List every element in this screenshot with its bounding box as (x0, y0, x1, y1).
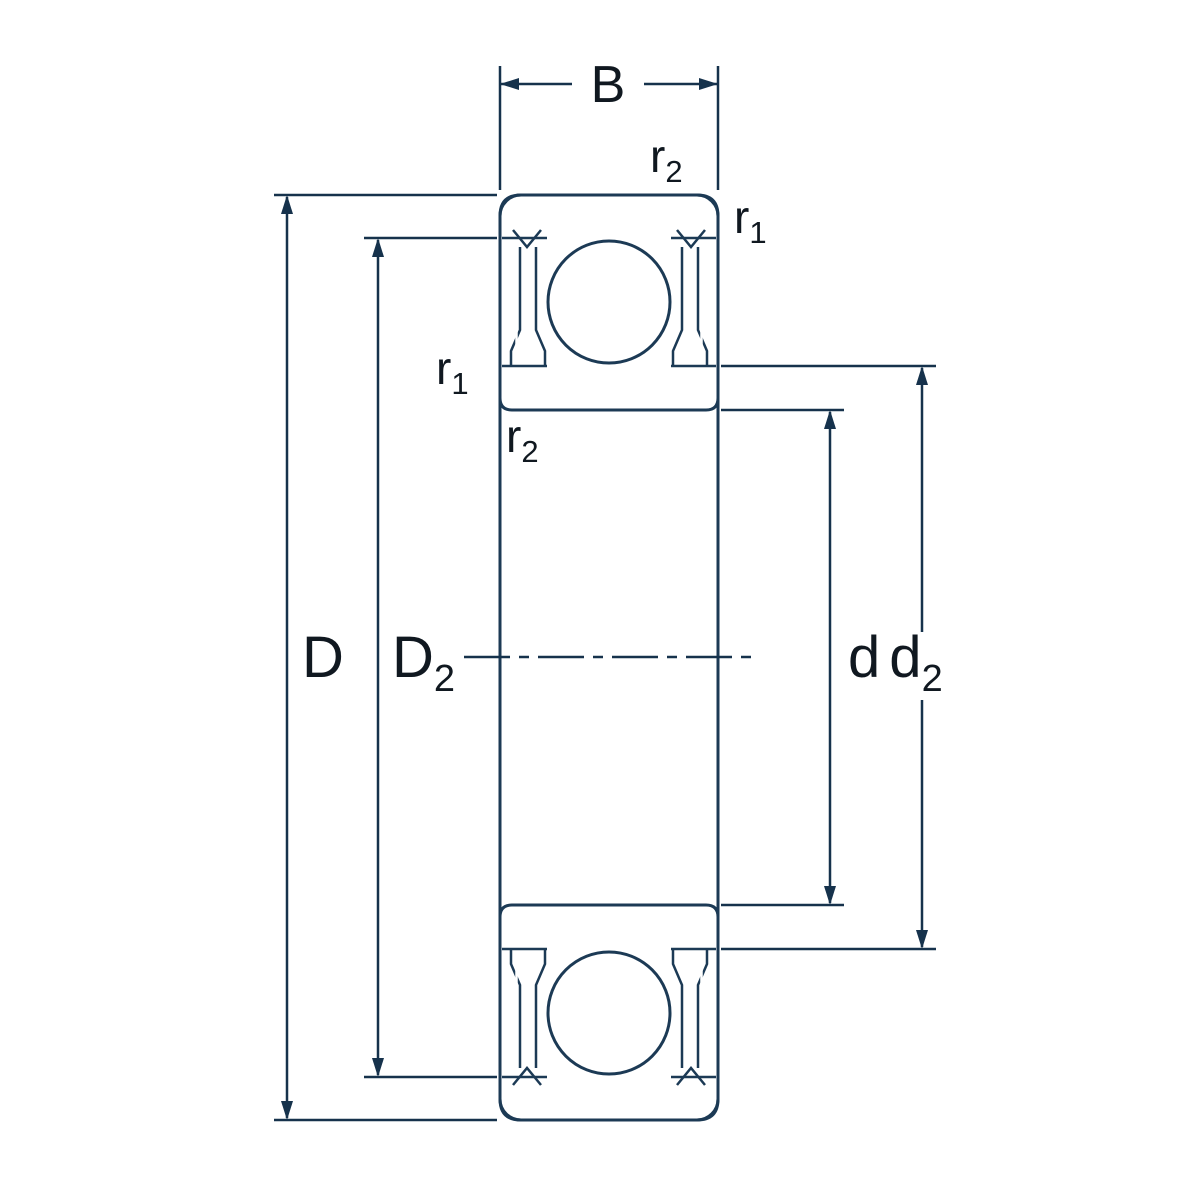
label-r2-outer: r2 (650, 130, 683, 189)
label-r1-outer: r1 (734, 191, 767, 250)
bearing-bottom-section (500, 905, 718, 1120)
label-d: d (848, 625, 880, 690)
dim-d: d (721, 408, 880, 907)
label-r2-inner: r2 (506, 410, 539, 469)
label-D2: D2 (392, 625, 455, 700)
dim-d2: d2 (721, 364, 943, 951)
label-d2: d2 (889, 625, 942, 700)
bearing-top-section (500, 195, 718, 410)
dim-D: D (274, 193, 497, 1122)
label-B: B (591, 56, 626, 114)
bearing-outline (498, 193, 720, 1122)
label-D: D (302, 625, 344, 690)
dim-B: B (498, 56, 720, 190)
label-r1-inner: r1 (436, 342, 469, 401)
dim-D2: D2 (364, 236, 497, 1079)
